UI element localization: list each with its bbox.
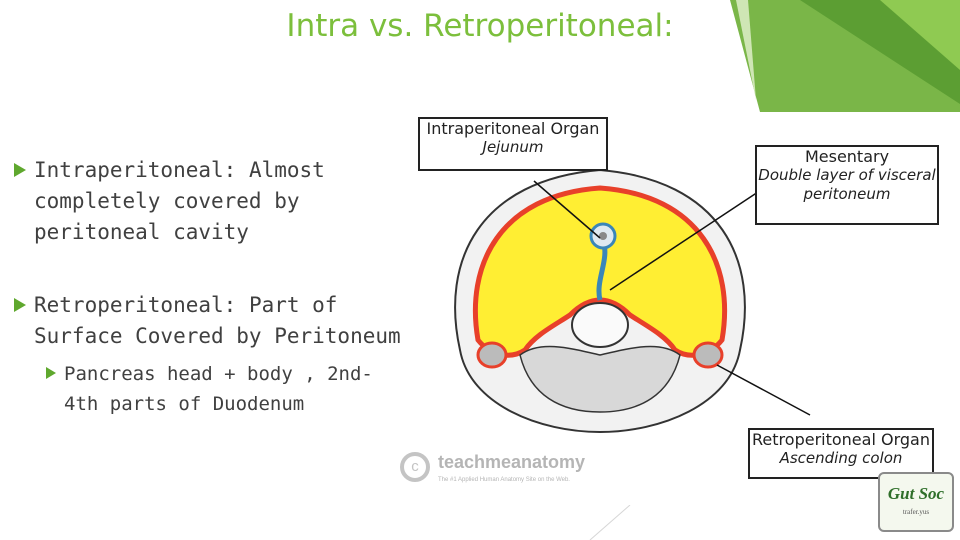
descending-colon [476,341,508,369]
callout-detail: peritoneum [803,185,891,203]
callout-detail: Double layer of visceral [758,166,936,184]
decorative-corner [589,505,631,540]
sub-bullet-text: 4th parts of Duodenum [64,393,305,415]
decorative-green-shapes [730,0,960,112]
bullet-text: completely covered by [34,189,300,213]
vertebra [571,302,629,348]
sub-bullet-text: Pancreas head + body , 2nd- [64,363,373,385]
callout-retroperitoneal: Retroperitoneal Organ Ascending colon [748,428,934,479]
pointer-jejunum [533,180,601,239]
jejunum-lumen [599,232,607,240]
callout-heading: Retroperitoneal Organ [752,430,930,449]
watermark-brand: teachmeanatomy [438,452,586,472]
bullet-retroperitoneal: Retroperitoneal: Part of Surface Covered… [14,290,414,352]
bullet-text: Surface Covered by Peritoneum [34,324,401,348]
logo-subtext: trafer.yus [902,508,930,516]
pointer-mesentary [609,191,759,291]
callout-heading: Mesentary [804,147,890,166]
callout-mesentary: Mesentary Double layer of visceral perit… [755,145,939,225]
arrow-bullet-icon [46,367,56,379]
logo-text: Gut Soc [887,484,945,503]
bullet-term: Intraperitoneal: [34,158,237,182]
abdomen-cross-section-diagram [454,168,746,434]
bullet-term: Retroperitoneal: [34,293,237,317]
copyright-icon: c [400,452,430,482]
ascending-colon [692,341,724,369]
gut-soc-logo: Gut Soc trafer.yus [878,472,954,532]
spine-muscles [519,345,681,413]
callout-detail: Jejunum [482,138,544,156]
callout-heading: Intraperitoneal Organ [426,119,600,138]
sub-bullet-pancreas: Pancreas head + body , 2nd- 4th parts of… [46,359,394,419]
callout-intraperitoneal: Intraperitoneal Organ Jejunum [418,117,608,171]
arrow-bullet-icon [14,163,26,177]
callout-detail: Ascending colon [779,449,903,467]
bullet-text: peritoneal cavity [34,220,249,244]
pointer-colon [716,364,811,416]
bullet-text: Part of [236,293,338,317]
arrow-bullet-icon [14,298,26,312]
slide-title: Intra vs. Retroperitoneal: [286,8,674,44]
bullet-text: Almost [236,158,325,182]
bullet-intraperitoneal: Intraperitoneal: Almost completely cover… [14,155,354,248]
watermark-tagline: The #1 Applied Human Anatomy Site on the… [438,477,570,483]
